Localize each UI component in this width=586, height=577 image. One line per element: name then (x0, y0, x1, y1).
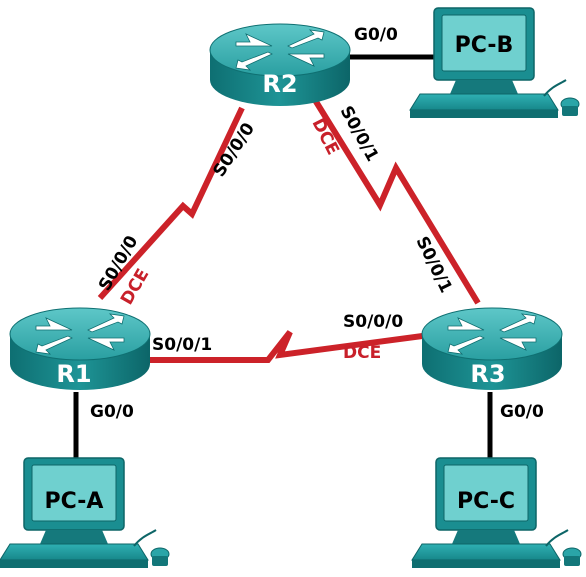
router-r2[interactable]: R2 (209, 23, 351, 107)
label-r3-g00: G0/0 (500, 402, 544, 422)
label-r1-g00: G0/0 (90, 402, 134, 422)
label-r2-dce: DCE (308, 115, 343, 158)
pc-c[interactable]: PC-C (411, 457, 582, 569)
label-r3-dce: DCE (343, 343, 381, 363)
router-r2-label: R2 (262, 70, 297, 98)
link-r2-r3-serial (312, 98, 481, 305)
pc-c-label: PC-C (457, 489, 515, 514)
link-r1-r3-serial (140, 330, 431, 363)
label-r3-s001: S0/0/1 (412, 233, 456, 296)
router-r3[interactable]: R3 (421, 307, 563, 391)
pc-a[interactable]: PC-A (0, 457, 170, 569)
router-r3-label: R3 (470, 360, 505, 388)
pc-b[interactable]: PC-B (409, 7, 580, 119)
label-r1-s001: S0/0/1 (152, 335, 212, 355)
link-r1-r2-serial (97, 106, 245, 301)
router-r1-label: R1 (56, 360, 91, 388)
label-r2-g00: G0/0 (354, 25, 398, 45)
pc-a-label: PC-A (45, 489, 104, 514)
label-r2-s001: S0/0/1 (336, 103, 383, 165)
router-r1[interactable]: R1 (9, 307, 151, 391)
pc-b-label: PC-B (455, 33, 514, 58)
label-r3-s000: S0/0/0 (343, 312, 403, 332)
